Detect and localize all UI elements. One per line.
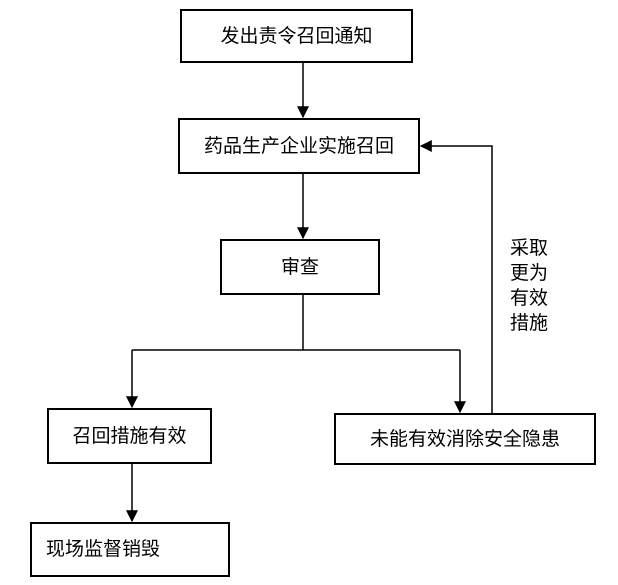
node-implement: 药品生产企业实施召回 — [178, 118, 420, 174]
feedback-label-line-3: 有效 — [510, 287, 549, 309]
feedback-label-line-1: 采取 — [510, 237, 549, 259]
feedback-label-line-4: 措施 — [510, 312, 549, 334]
node-notice: 发出责令召回通知 — [180, 9, 413, 63]
feedback-label-line-2: 更为 — [510, 262, 549, 284]
node-effective-label: 召回措施有效 — [72, 424, 187, 447]
node-effective: 召回措施有效 — [47, 408, 212, 464]
node-review: 审查 — [220, 239, 380, 295]
node-implement-label: 药品生产企业实施召回 — [203, 134, 394, 157]
edge-ineffective-to-implement — [419, 140, 493, 413]
feedback-edge-label: 采取 更为 有效 措施 — [510, 236, 548, 336]
node-ineffective: 未能有效消除安全隐患 — [334, 413, 596, 465]
node-destroy-label: 现场监督销毁 — [46, 538, 161, 560]
node-notice-label: 发出责令召回通知 — [220, 24, 373, 47]
node-ineffective-label: 未能有效消除安全隐患 — [369, 427, 560, 450]
node-review-label: 审查 — [280, 255, 319, 278]
node-destroy: 现场监督销毁 — [30, 522, 230, 577]
